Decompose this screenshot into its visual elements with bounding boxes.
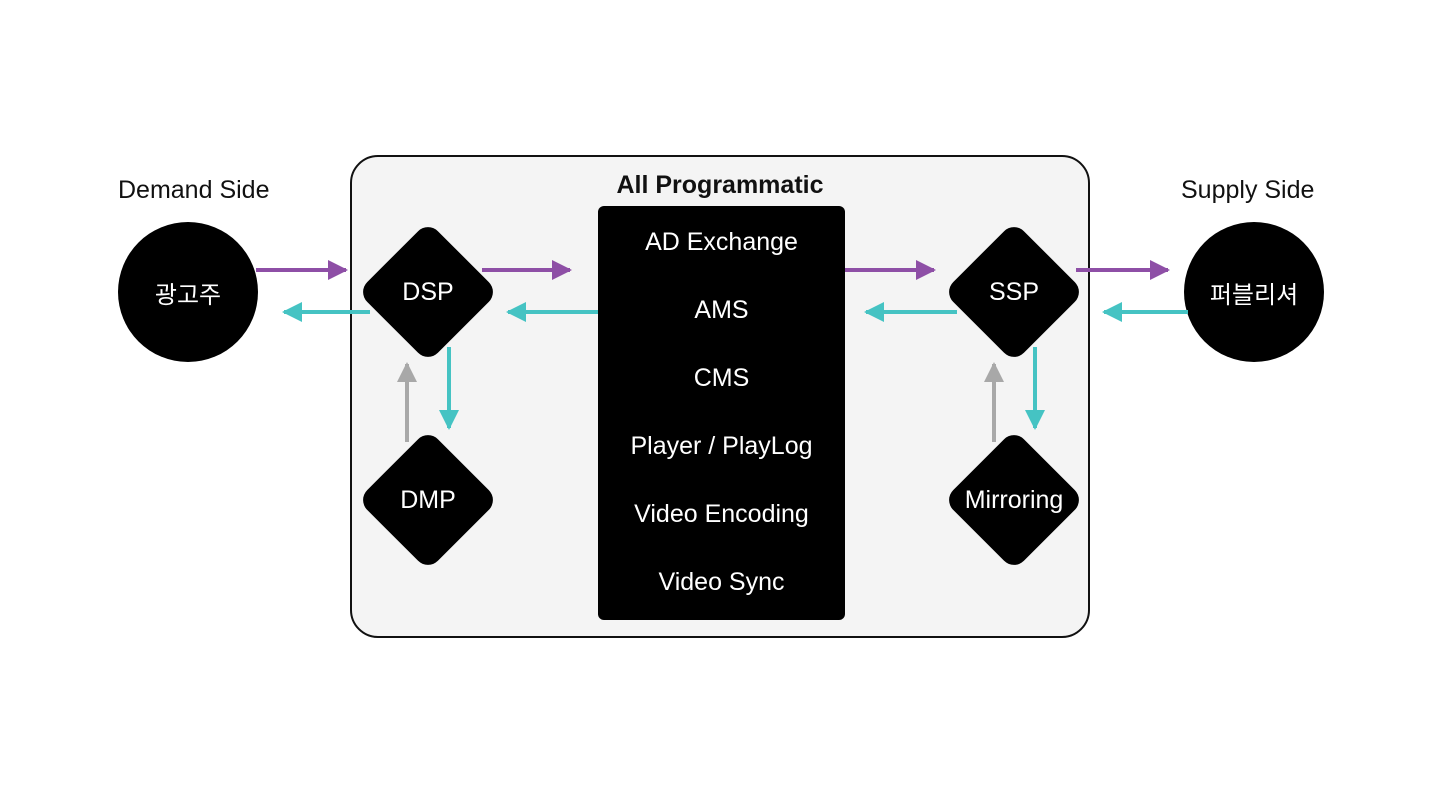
module-ad-exchange: AD Exchange xyxy=(645,228,798,256)
platform-module-box: AD Exchange AMS CMS Player / PlayLog Vid… xyxy=(598,206,845,620)
demand-side-label: Demand Side xyxy=(118,176,270,204)
publisher-label: 퍼블리셔 xyxy=(1209,280,1299,309)
advertiser-label: 광고주 xyxy=(154,280,222,309)
dsp-label: DSP xyxy=(402,277,454,306)
ssp-label: SSP xyxy=(988,277,1040,306)
module-ams: AMS xyxy=(694,296,749,324)
mirroring-label: Mirroring xyxy=(964,485,1064,514)
publisher-node: 퍼블리셔 xyxy=(1184,222,1324,362)
dmp-node: DMP xyxy=(357,429,499,571)
supply-side-label: Supply Side xyxy=(1181,176,1315,204)
dmp-label: DMP xyxy=(400,485,456,514)
advertiser-node: 광고주 xyxy=(118,222,258,362)
dsp-node: DSP xyxy=(357,221,499,363)
ssp-node: SSP xyxy=(943,221,1085,363)
mirroring-node: Mirroring xyxy=(943,429,1085,571)
module-cms: CMS xyxy=(693,364,750,392)
container-title: All Programmatic xyxy=(616,171,824,199)
module-player-playlog: Player / PlayLog xyxy=(630,432,813,460)
module-video-sync: Video Sync xyxy=(658,568,785,596)
module-video-encoding: Video Encoding xyxy=(634,500,809,528)
